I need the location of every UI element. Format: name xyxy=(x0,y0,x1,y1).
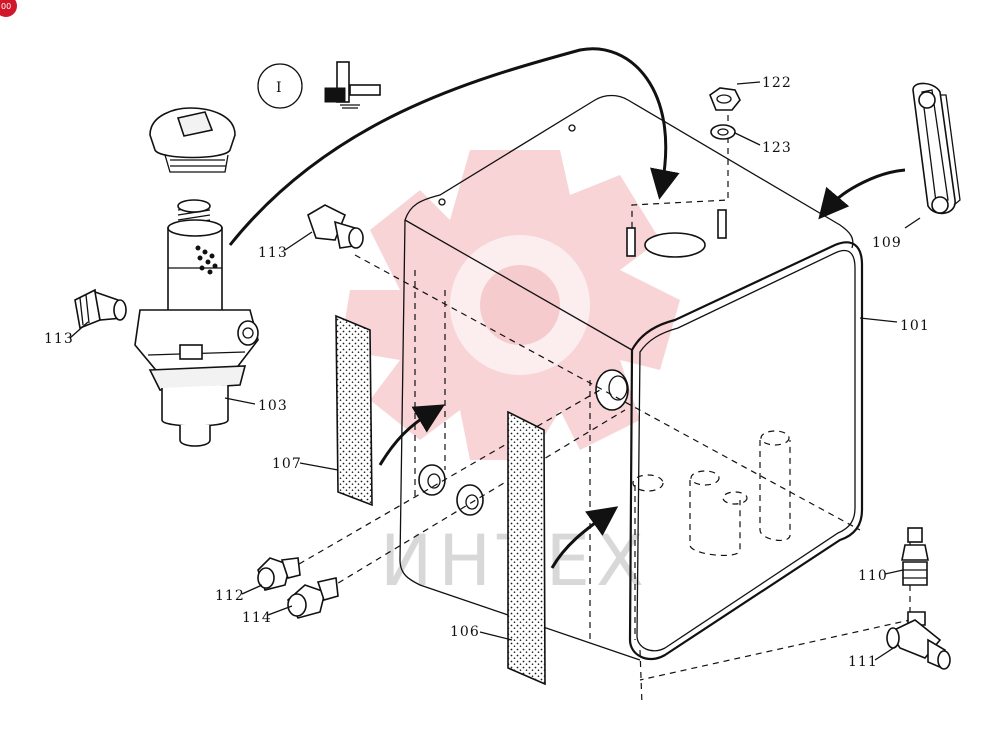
label-101: 101 xyxy=(900,318,930,334)
leader-lines xyxy=(69,81,921,661)
label-114: 114 xyxy=(242,610,272,626)
tank-port-left xyxy=(418,464,446,496)
label-113-top: 113 xyxy=(258,245,288,261)
fitting-114 xyxy=(286,577,339,619)
breather-holes xyxy=(195,245,218,275)
label-103: 103 xyxy=(258,398,288,414)
tank-port-boss xyxy=(595,369,629,411)
label-107: 107 xyxy=(272,456,302,472)
assembly-arrows xyxy=(228,47,906,569)
washer-123 xyxy=(710,124,736,140)
fitting-113-top xyxy=(307,204,364,249)
filler-breather-assembly xyxy=(134,107,259,447)
hydraulic-tank xyxy=(399,94,864,661)
label-111: 111 xyxy=(848,654,878,670)
watermark-logo xyxy=(340,150,680,460)
detail-callout: I xyxy=(257,61,381,109)
nut-122 xyxy=(709,87,741,111)
label-113-left: 113 xyxy=(44,331,74,347)
fitting-110 xyxy=(901,527,929,586)
label-106: 106 xyxy=(450,624,480,640)
svg-text:00: 00 xyxy=(1,2,11,11)
label-122: 122 xyxy=(762,75,792,91)
gasket-strip-106 xyxy=(507,410,546,686)
part-labels: 122 123 109 101 113 113 103 107 112 114 … xyxy=(44,75,930,670)
label-123: 123 xyxy=(762,140,792,156)
svg-text:I: I xyxy=(276,80,283,96)
tee-fitting-111 xyxy=(886,611,951,670)
corner-badge: 00 xyxy=(0,0,17,17)
sight-glass-109 xyxy=(912,82,961,215)
tank-port-right xyxy=(456,484,484,516)
label-109: 109 xyxy=(872,235,902,251)
fitting-113-left xyxy=(74,288,127,330)
fitting-112 xyxy=(257,557,301,591)
label-110: 110 xyxy=(858,568,888,584)
gasket-strip-107 xyxy=(335,314,373,507)
label-112: 112 xyxy=(215,588,245,604)
